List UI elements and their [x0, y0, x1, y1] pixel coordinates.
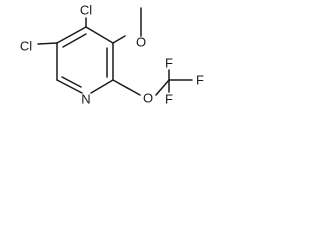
- pyridine-ring: [56, 26, 114, 94]
- bond-c3-o: [112, 35, 126, 44]
- structure-canvas: Cl Cl O N O F F F: [0, 0, 230, 138]
- atom-f-right: F: [196, 73, 204, 88]
- atom-n-pyridine: N: [81, 92, 90, 107]
- atom-f-bottom: F: [165, 92, 173, 107]
- bond-n-c6-inner: [61, 76, 82, 88]
- chemical-structure: Cl Cl O N O F F F: [20, 3, 204, 107]
- bond-o-cf3: [155, 79, 170, 96]
- bond-c5-c4-inner: [62, 33, 87, 48]
- atom-cl-left: Cl: [20, 39, 32, 54]
- atom-o-ether: O: [143, 91, 153, 106]
- atom-cl-top: Cl: [80, 3, 92, 18]
- bond-c2-o: [112, 79, 141, 96]
- bond-c4-c3: [85, 26, 114, 44]
- bond-c2-n: [90, 79, 114, 94]
- bond-n-c6: [56, 79, 83, 94]
- bond-c5-cl: [37, 42, 58, 45]
- atom-o-methoxy: O: [136, 35, 146, 50]
- atom-f-top: F: [165, 56, 173, 71]
- bond-c5-c4: [56, 26, 87, 44]
